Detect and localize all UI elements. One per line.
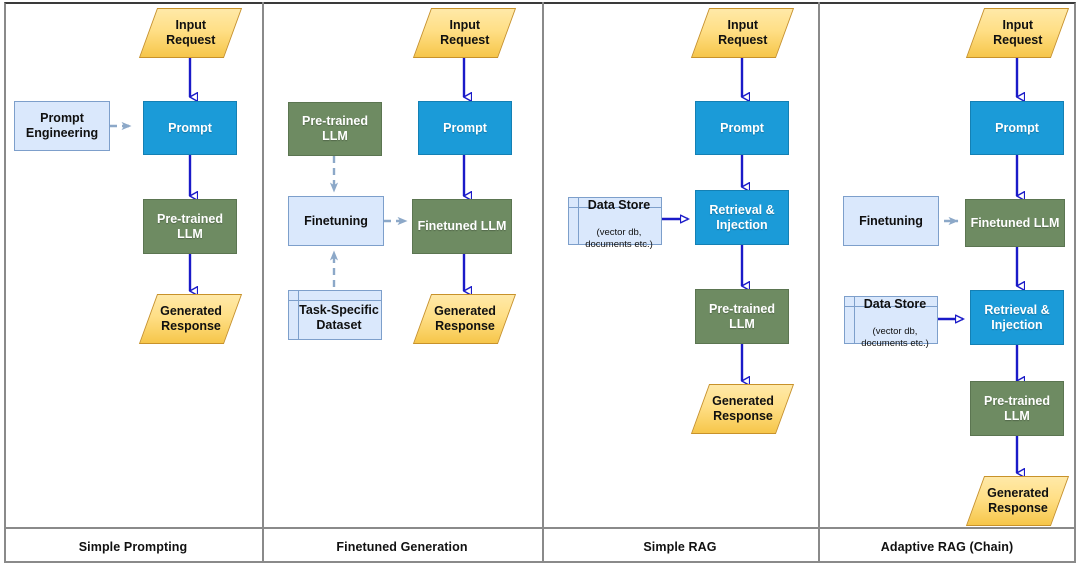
- panel-divider-3: [818, 2, 820, 563]
- node-finetuned-llm[interactable]: Finetuned LLM: [965, 199, 1065, 247]
- node-label: Finetuning: [859, 213, 923, 228]
- node-label: Finetuned LLM: [970, 215, 1060, 230]
- footer-label-simple-prompting: Simple Prompting: [78, 540, 188, 554]
- footer-top-rule: [4, 527, 1076, 529]
- node-data-store[interactable]: Data Store (vector db, documents etc.): [844, 296, 938, 349]
- node-generated-response[interactable]: Generated Response: [690, 384, 795, 434]
- node-label: Input Request: [165, 18, 216, 47]
- node-prompt[interactable]: Prompt: [970, 101, 1064, 155]
- footer-label-simple-rag: Simple RAG: [643, 540, 717, 554]
- node-pre-trained-llm[interactable]: Pre-trained LLM: [288, 102, 382, 156]
- node-label: Prompt: [720, 120, 764, 135]
- node-prompt-engineering[interactable]: Prompt Engineering: [14, 101, 110, 151]
- node-task-specific-dataset[interactable]: Task-Specific Dataset: [288, 290, 382, 340]
- store-sublabel: (vector db, documents etc.): [585, 227, 653, 250]
- node-finetuning[interactable]: Finetuning: [288, 196, 384, 246]
- node-label: Prompt: [168, 120, 212, 135]
- node-label: Finetuning: [304, 213, 368, 228]
- node-retrieval-injection[interactable]: Retrieval & Injection: [695, 190, 789, 245]
- node-generated-response[interactable]: Generated Response: [965, 476, 1070, 526]
- node-label: Generated Response: [433, 304, 496, 333]
- node-label: Retrieval & Injection: [984, 302, 1050, 332]
- node-label: Pre-trained LLM: [157, 211, 223, 241]
- footer-label-finetuned-generation: Finetuned Generation: [336, 540, 468, 554]
- node-label: Input Request: [439, 18, 490, 47]
- node-label: Pre-trained LLM: [984, 393, 1050, 423]
- node-pre-trained-llm[interactable]: Pre-trained LLM: [695, 289, 789, 344]
- node-data-store[interactable]: Data Store (vector db, documents etc.): [568, 197, 662, 250]
- node-label: Generated Response: [711, 394, 774, 423]
- panel-divider-1: [262, 2, 264, 563]
- node-label: Generated Response: [159, 304, 222, 333]
- node-generated-response[interactable]: Generated Response: [412, 294, 517, 344]
- node-label: Prompt: [443, 120, 487, 135]
- node-prompt[interactable]: Prompt: [143, 101, 237, 155]
- node-label: Input Request: [992, 18, 1043, 47]
- store-title: Data Store: [863, 296, 927, 311]
- store-title: Task-Specific Dataset: [299, 303, 379, 332]
- node-retrieval-injection[interactable]: Retrieval & Injection: [970, 290, 1064, 345]
- node-label: Prompt: [995, 120, 1039, 135]
- footer-label-adaptive-rag: Adaptive RAG (Chain): [880, 540, 1014, 554]
- node-label: Pre-trained LLM: [709, 301, 775, 331]
- node-pre-trained-llm[interactable]: Pre-trained LLM: [970, 381, 1064, 436]
- node-finetuning[interactable]: Finetuning: [843, 196, 939, 246]
- node-pre-trained-llm[interactable]: Pre-trained LLM: [143, 199, 237, 254]
- footer-labels: Simple Prompting Finetuned Generation Si…: [4, 529, 1076, 565]
- node-label: Generated Response: [986, 486, 1049, 515]
- node-label: Input Request: [717, 18, 768, 47]
- panel-divider-2: [542, 2, 544, 563]
- store-body: Data Store (vector db, documents etc.): [577, 177, 653, 265]
- store-body: Data Store (vector db, documents etc.): [853, 276, 929, 364]
- node-input-request[interactable]: Input Request: [138, 8, 243, 58]
- node-label: Finetuned LLM: [417, 219, 507, 234]
- node-input-request[interactable]: Input Request: [690, 8, 795, 58]
- store-body: Task-Specific Dataset: [291, 283, 379, 348]
- diagram-frame: [4, 2, 1076, 563]
- node-finetuned-llm[interactable]: Finetuned LLM: [412, 199, 512, 254]
- node-label: Retrieval & Injection: [709, 202, 775, 232]
- node-generated-response[interactable]: Generated Response: [138, 294, 243, 344]
- node-label: Pre-trained LLM: [302, 114, 368, 143]
- store-sublabel: (vector db, documents etc.): [861, 326, 929, 349]
- node-label: Prompt Engineering: [25, 111, 99, 140]
- node-input-request[interactable]: Input Request: [965, 8, 1070, 58]
- node-prompt[interactable]: Prompt: [695, 101, 789, 155]
- store-title: Data Store: [587, 197, 651, 212]
- node-input-request[interactable]: Input Request: [412, 8, 517, 58]
- node-prompt[interactable]: Prompt: [418, 101, 512, 155]
